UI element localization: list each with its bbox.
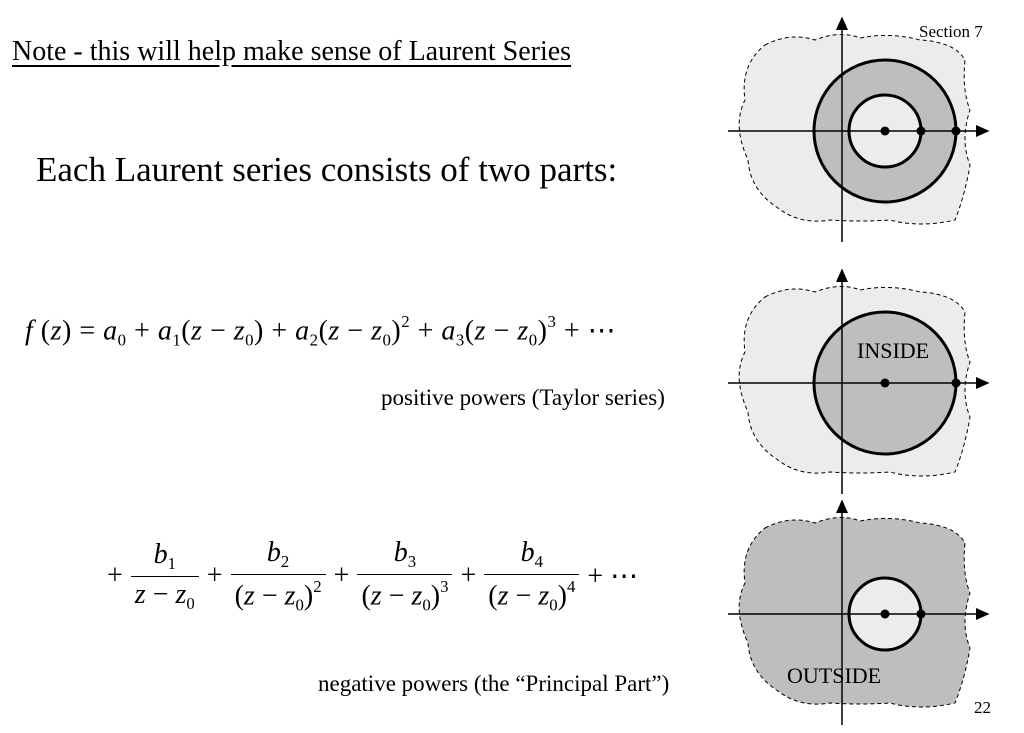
outside-diagram: OUTSIDE [728, 499, 990, 725]
page-title: Note - this will help make sense of Laur… [12, 36, 572, 67]
fraction-b3: b3 (z − z0)3 [357, 537, 453, 615]
page-number: 22 [974, 698, 991, 717]
outside-label: OUTSIDE [787, 663, 881, 688]
fraction-b2: b2 (z − z0)2 [230, 537, 326, 615]
taylor-caption: positive powers (Taylor series) [381, 385, 665, 410]
fraction-b4: b4 (z − z0)4 [484, 537, 580, 615]
outer-radius-point [951, 126, 961, 136]
radius-point [916, 609, 926, 619]
taylor-formula: f (z) = a0 + a1(z − z0) + a2(z − z0)2 + … [25, 312, 617, 350]
inside-diagram: INSIDE [728, 268, 990, 494]
fraction-b1: b1 z − z0 [130, 539, 199, 614]
radius-point [951, 378, 961, 388]
center-point [880, 126, 890, 136]
inside-label: INSIDE [857, 338, 929, 363]
subtitle: Each Laurent series consists of two part… [36, 150, 618, 189]
center-point [880, 378, 890, 388]
section-label: Section 7 [919, 22, 983, 41]
inner-radius-point [916, 126, 926, 136]
center-point [880, 609, 890, 619]
principal-formula: + b1 z − z0 + b2 (z − z0)2 + b3 (z − z0)… [107, 537, 639, 615]
principal-caption: negative powers (the “Principal Part”) [318, 671, 670, 696]
annulus-diagram [728, 16, 990, 242]
